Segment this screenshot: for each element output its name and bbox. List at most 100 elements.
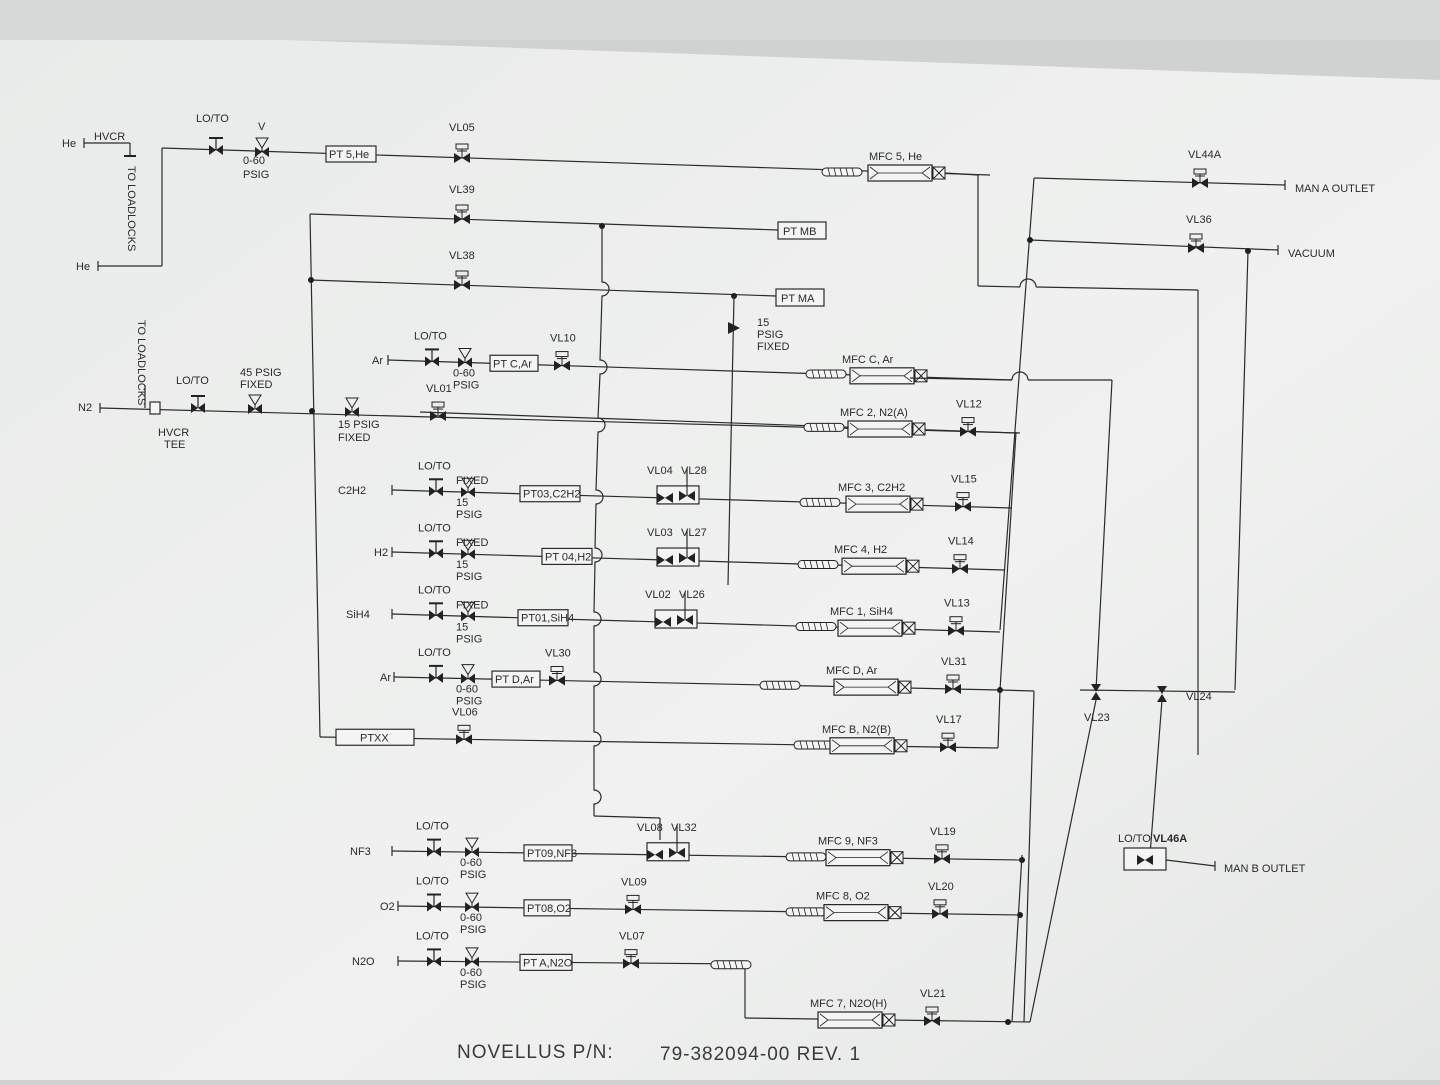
vl-9: VL07 bbox=[619, 931, 645, 943]
pt-4: PT01,SiH4 bbox=[521, 613, 574, 625]
mfc-5: MFC D, Ar bbox=[826, 665, 878, 677]
mfc-1: MFC 2, N2(A) bbox=[840, 407, 908, 419]
vl2-7: VL32 bbox=[671, 822, 697, 834]
vlout-6: VL17 bbox=[936, 714, 962, 726]
reg-7: 0-60 bbox=[460, 857, 482, 869]
n2-inlet-label: N2 bbox=[78, 402, 92, 414]
mfc5-label: MFC 5, He bbox=[869, 151, 922, 163]
psig-4: PSIG bbox=[456, 633, 482, 645]
mfc-2: MFC 3, C2H2 bbox=[838, 482, 905, 494]
vl2-3: VL27 bbox=[681, 527, 707, 539]
vl-2: VL04 bbox=[647, 465, 673, 477]
vl-0: VL10 bbox=[550, 333, 576, 345]
pt-5: PT D,Ar bbox=[495, 674, 534, 686]
mfc-4: MFC 1, SiH4 bbox=[830, 606, 893, 618]
vlout-9: VL21 bbox=[920, 988, 946, 1000]
svg-text:V: V bbox=[258, 121, 266, 133]
mfc-7: MFC 9, NF3 bbox=[818, 836, 878, 848]
gas-label-8: O2 bbox=[380, 901, 395, 913]
he-inlet2-label: He bbox=[76, 261, 90, 273]
psig15-top: 15 bbox=[757, 317, 769, 329]
lo-to-4: LO/TO bbox=[418, 584, 451, 596]
vacuum-label: VACUUM bbox=[1288, 248, 1335, 260]
lo-to-5: LO/TO bbox=[418, 647, 451, 659]
vl-3: VL03 bbox=[647, 527, 673, 539]
vl-6: VL06 bbox=[452, 706, 478, 718]
gas-label-9: N2O bbox=[352, 956, 375, 968]
vlout-4: VL13 bbox=[944, 598, 970, 610]
to-loadlocks-label: TO LOADLOCKS bbox=[125, 166, 137, 251]
outlets-section: VL44A MAN A OUTLET VL36 VACUUM VL23 VL24… bbox=[999, 149, 1375, 1023]
lo-to-he: LO/TO bbox=[196, 113, 229, 125]
psig-8: PSIG bbox=[460, 924, 486, 936]
paper-sheet bbox=[0, 30, 1440, 1080]
vl-4: VL02 bbox=[645, 589, 671, 601]
lo-to-9: LO/TO bbox=[416, 930, 449, 942]
gas-label-4: SiH4 bbox=[346, 609, 370, 621]
gas-label-3: H2 bbox=[374, 547, 388, 559]
lo-to-n2: LO/TO bbox=[176, 375, 209, 387]
psig15b-top: PSIG bbox=[757, 329, 783, 341]
reg-0: 0-60 bbox=[453, 367, 475, 379]
part-number-label: NOVELLUS P/N: bbox=[457, 1042, 614, 1063]
gas-label-2: C2H2 bbox=[338, 485, 366, 497]
psig15-n2: 15 PSIG bbox=[338, 419, 380, 431]
he-section: He HVCR TO LOADLOCKS He LO/TO V 0-60 PSI… bbox=[62, 113, 1199, 755]
to-loadlocks-n2: TO LOADLOCKS bbox=[135, 320, 147, 405]
man-b-outlet-label: MAN B OUTLET bbox=[1224, 863, 1306, 875]
psig-2: PSIG bbox=[456, 509, 482, 521]
psig45-label: 45 PSIG bbox=[240, 367, 282, 379]
mfc-8: MFC 8, O2 bbox=[816, 891, 870, 903]
pt-9: PT A,N2O bbox=[523, 957, 573, 969]
fixed15-n2: FIXED bbox=[338, 432, 370, 444]
reg-2: 15 bbox=[456, 497, 468, 509]
pt-mb-ma-section: VL39 PT MB VL38 PT MA 15 PSIG FIXED bbox=[308, 184, 827, 840]
reg-4: 15 bbox=[456, 621, 468, 633]
vl44a-label: VL44A bbox=[1188, 149, 1222, 161]
vlout-1: VL12 bbox=[956, 399, 982, 411]
mfc-6: MFC B, N2(B) bbox=[822, 724, 891, 736]
vlout-7: VL19 bbox=[930, 826, 956, 838]
hvcr-label: HVCR bbox=[94, 131, 125, 143]
fixed-2: FIXED bbox=[456, 475, 488, 487]
psig-9: PSIG bbox=[460, 979, 486, 991]
reg-5: 0-60 bbox=[456, 684, 478, 696]
lo-to-2: LO/TO bbox=[418, 460, 451, 472]
hvcr-tee-label: HVCR bbox=[158, 427, 189, 439]
mfc-0: MFC C, Ar bbox=[842, 354, 894, 366]
psig-7: PSIG bbox=[460, 869, 486, 881]
vl-1: VL01 bbox=[426, 383, 452, 395]
he-inlet-label: He bbox=[62, 138, 76, 150]
pt-7: PT09,NF3 bbox=[527, 848, 577, 860]
vlout-8: VL20 bbox=[928, 881, 954, 893]
gas-label-7: NF3 bbox=[350, 846, 371, 858]
vl2-4: VL26 bbox=[679, 589, 705, 601]
lo-to-0: LO/TO bbox=[414, 330, 447, 342]
psig-0: PSIG bbox=[453, 379, 479, 391]
vl24-label: VL24 bbox=[1186, 691, 1212, 703]
fixed-top: FIXED bbox=[757, 341, 789, 353]
mfc-3: MFC 4, H2 bbox=[834, 544, 887, 556]
pt-3: PT 04,H2 bbox=[545, 551, 591, 563]
vlout-5: VL31 bbox=[941, 656, 967, 668]
reg-9: 0-60 bbox=[460, 967, 482, 979]
pt-he: PT 5,He bbox=[329, 149, 369, 161]
reg-8: 0-60 bbox=[460, 912, 482, 924]
fixed-3: FIXED bbox=[456, 537, 488, 549]
lo-to-7: LO/TO bbox=[416, 821, 449, 833]
vl36-label: VL36 bbox=[1186, 214, 1212, 226]
psig-3: PSIG bbox=[456, 571, 482, 583]
wall-top bbox=[0, 0, 1440, 40]
reg-he: 0-60 bbox=[243, 155, 265, 167]
gas-label-5: Ar bbox=[380, 672, 391, 684]
